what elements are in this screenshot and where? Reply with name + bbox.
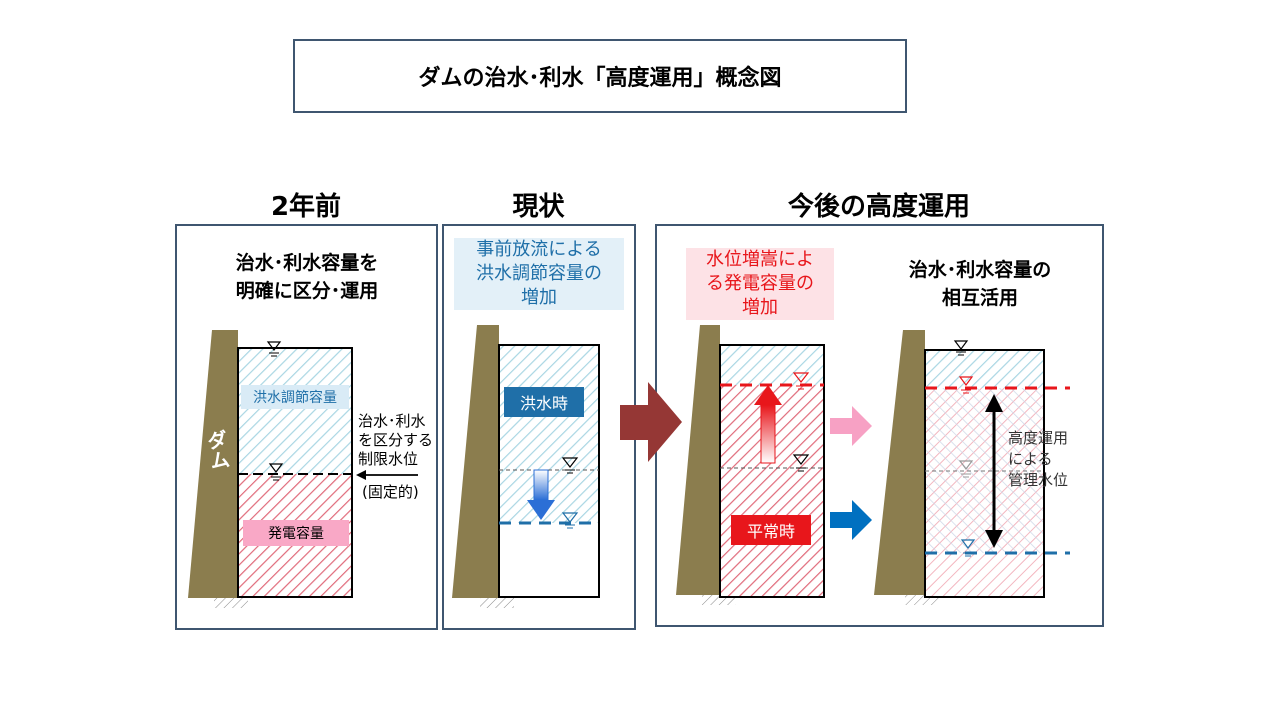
ground-hatch [480, 598, 514, 608]
flood-capacity-area [238, 348, 352, 474]
right-arrow-icon [830, 500, 872, 540]
panel3-left-caption: 水位増嵩によ る発電容量の 増加 [686, 248, 834, 320]
note-line: 高度運用 [1008, 429, 1069, 447]
reservoir-outline [498, 344, 600, 598]
dam-body [452, 325, 499, 598]
caption-line: 治水･利水容量の [908, 259, 1052, 281]
flood-time-label: 洪水時 [519, 394, 568, 413]
header-future: 今後の高度運用 [787, 192, 970, 222]
caption-line: 増加 [521, 287, 557, 308]
water-level-icon [953, 340, 969, 356]
power-capacity-label: 発電容量 [268, 526, 324, 542]
double-arrow-icon [985, 394, 1003, 548]
up-arrow-icon [754, 385, 782, 464]
note-line: による [1008, 450, 1053, 468]
water-level-icon [561, 457, 579, 474]
fixed-note: (固定的) [362, 483, 419, 501]
panel2-graphics [452, 325, 600, 608]
left-arrow-icon [356, 470, 418, 480]
caption-line: 水位増嵩によ [706, 249, 814, 270]
caption-line: 治水･利水容量を [235, 252, 379, 274]
limit-level-note: 治水･利水 を区分する 制限水位 [358, 412, 438, 469]
ground-hatch [702, 595, 736, 605]
header-before: 2年前 [270, 192, 342, 222]
note-line: を区分する [358, 431, 434, 449]
water-level-icon [561, 512, 579, 529]
panel-before [175, 224, 438, 630]
water-level-icon [958, 460, 974, 478]
dam-body [874, 330, 925, 595]
diagram-title: ダムの治水･利水「高度運用」概念図 [293, 39, 907, 113]
caption-line: 事前放流による [476, 239, 602, 260]
ground-hatch [905, 595, 939, 605]
reservoir-outline [719, 344, 825, 598]
normal-time-label-bg [731, 515, 811, 545]
water-level-icon [958, 376, 974, 394]
power-capacity-area [925, 553, 1044, 597]
flood-capacity-increase [499, 470, 599, 523]
reservoir-outline [237, 347, 353, 598]
water-level-icon [792, 454, 810, 472]
dam-label: ダム [199, 428, 234, 472]
flood-capacity-area [925, 350, 1044, 388]
power-label-bg [243, 520, 349, 546]
flood-time-label-bg [504, 387, 584, 417]
reservoir-outline [924, 349, 1045, 598]
water-level-icon [266, 341, 282, 357]
dam-body [676, 325, 720, 595]
flood-capacity-label: 洪水調節容量 [253, 390, 337, 406]
panel3-right-graphics [874, 330, 1070, 605]
caption-line: 増加 [742, 297, 778, 318]
managed-level-note: 高度運用 による 管理水位 [1008, 428, 1092, 491]
dam-label-text: ダム [202, 428, 232, 472]
panel1-caption: 治水･利水容量を 明確に区分･運用 [178, 249, 436, 305]
water-level-icon [960, 539, 976, 557]
normal-time-label: 平常時 [746, 522, 795, 541]
panel3-left-graphics [676, 325, 825, 605]
caption-line: 相互活用 [941, 287, 1018, 309]
ground-hatch [214, 598, 248, 608]
caption-line: 洪水調節容量の [476, 263, 602, 284]
caption-line: 明確に区分･運用 [235, 280, 379, 302]
note-line: 制限水位 [358, 450, 419, 468]
caption-line: る発電容量の [706, 273, 814, 294]
down-arrow-icon [527, 469, 555, 520]
water-level-icon [268, 463, 284, 481]
panel2-caption: 事前放流による 洪水調節容量の 増加 [454, 238, 624, 310]
panel1-graphics [188, 330, 418, 608]
flood-capacity-area [720, 345, 824, 385]
flood-label-bg [241, 385, 349, 409]
panel3-right-caption: 治水･利水容量の 相互活用 [870, 256, 1090, 312]
dam-body [188, 330, 238, 598]
water-level-icon [792, 372, 810, 390]
right-arrow-icon [620, 382, 682, 462]
header-current: 現状 [512, 192, 565, 222]
right-arrow-icon [830, 406, 872, 446]
note-line: 管理水位 [1008, 471, 1069, 489]
note-line: 治水･利水 [358, 412, 426, 430]
